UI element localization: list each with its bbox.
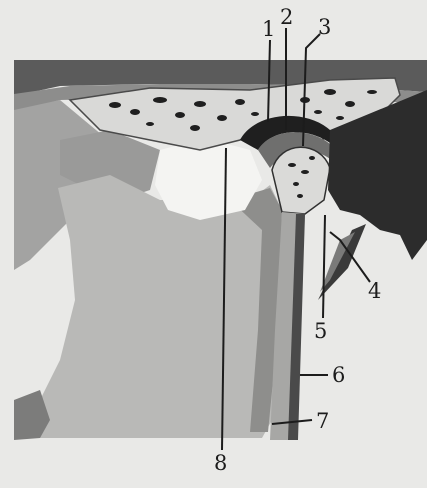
callout-5: 5 [314,319,327,343]
callout-2: 2 [280,5,293,29]
callout-7: 7 [316,409,329,433]
callout-1: 1 [262,17,275,41]
callout-6: 6 [332,363,345,387]
callout-3: 3 [318,15,331,39]
callout-4: 4 [368,279,381,303]
callout-8: 8 [214,451,227,475]
mandibular-notch-opening [155,138,262,220]
